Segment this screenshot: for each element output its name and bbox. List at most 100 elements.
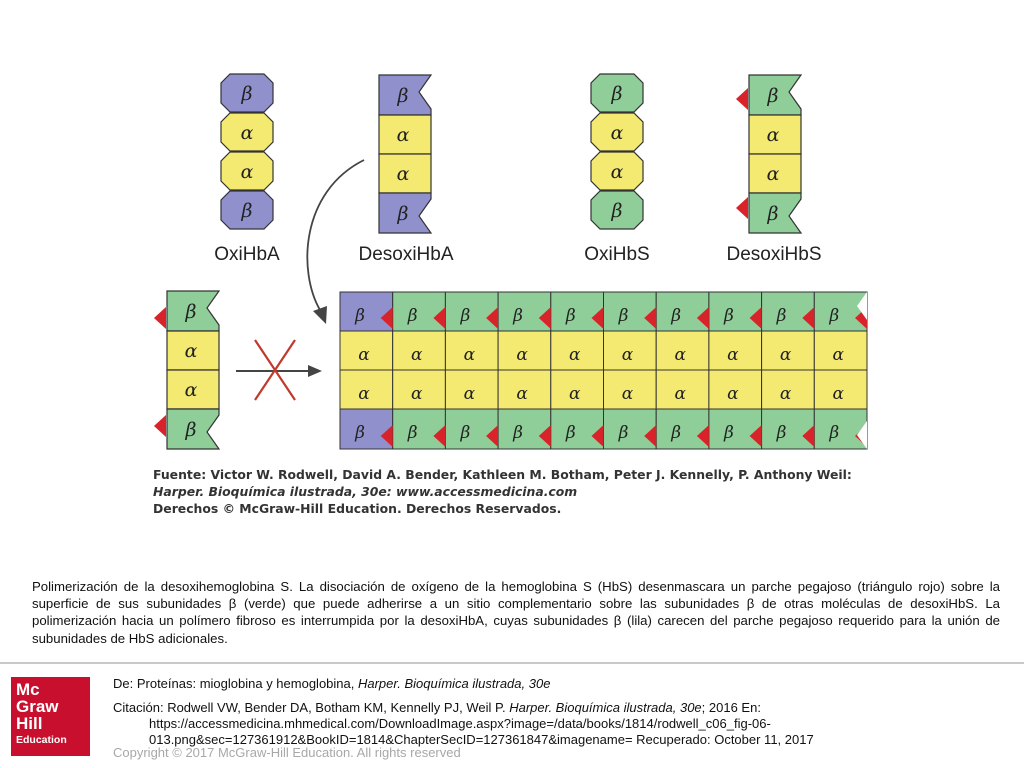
source-prefix: De: Proteínas: mioglobina y hemoglobina,	[113, 676, 358, 691]
citation-url-line-2[interactable]: 013.png&sec=127361912&BookID=1814&Chapte…	[149, 732, 814, 747]
polymer-alpha-1-label-9: α	[833, 345, 845, 365]
desoxihba-beta-bottom	[378, 192, 433, 234]
citation-prefix: Citación: Rodwell VW, Bender DA, Botham …	[113, 700, 510, 715]
footer-divider	[0, 662, 1024, 664]
oxihba-subunit-label-0: β	[241, 83, 253, 105]
polymer-beta-top-9	[813, 291, 868, 332]
lone-desoxihbs-alpha-1-label: α	[185, 340, 198, 362]
polymer-beta-bottom-8	[761, 408, 815, 450]
oxihbs-subunit-label-0: β	[611, 83, 623, 105]
polymer-alpha-2-9	[813, 369, 868, 410]
source-line-2: Harper. Bioquímica ilustrada, 30e: www.a…	[153, 484, 577, 499]
polymer-beta-top-6	[655, 291, 710, 332]
polymer-alpha-1-2	[444, 330, 499, 371]
label-desoxihba: DesoxiHbA	[358, 244, 453, 265]
polymer-alpha-2-8	[761, 369, 815, 410]
polymer-patch-top-4	[591, 307, 604, 329]
polymer-alpha-2-label-1: α	[411, 384, 423, 404]
polymer-alpha-1-7	[708, 330, 763, 371]
desoxihbs-beta-bottom	[748, 192, 803, 234]
desoxihba-alpha-2-label: α	[397, 163, 410, 185]
desoxihba-beta-top-label: β	[397, 85, 409, 107]
citation-suffix: ; 2016 En:	[701, 700, 761, 715]
desoxihbs-beta-top-label: β	[767, 85, 779, 107]
polymer-alpha-2-2	[444, 369, 499, 410]
polymer-beta-bottom-2	[444, 408, 499, 450]
oxihbs-subunit-0	[590, 73, 644, 113]
logo-line-4: Education	[16, 734, 67, 746]
polymer-alpha-1-label-4: α	[569, 345, 581, 365]
polymer-patch-bottom-6	[696, 425, 709, 447]
oxihba-subunit-1	[220, 112, 274, 152]
polymer-beta-bottom-3	[497, 408, 552, 450]
polymer-beta-bottom-label-6: β	[670, 423, 681, 443]
polymer-beta-bottom-label-9: β	[828, 423, 839, 443]
oxihba-subunit-label-2: α	[241, 161, 254, 183]
citation-url-line-1[interactable]: https://accessmedicina.mhmedical.com/Dow…	[149, 716, 771, 731]
logo-line-3: Hill	[16, 714, 43, 733]
lone-desoxihbs-patch-top	[154, 307, 166, 329]
source-line-3: Derechos © McGraw-Hill Education. Derech…	[153, 501, 561, 516]
polymer-patch-bottom-8	[802, 425, 815, 447]
polymer-patch-top-2	[486, 307, 499, 329]
oxihba-subunit-3	[220, 190, 274, 230]
oxihba-subunit-label-3: β	[241, 200, 253, 222]
polymer-patch-top-8	[802, 307, 815, 329]
oxihbs-subunit-label-2: α	[611, 161, 624, 183]
desoxihbs-alpha-2-label: α	[767, 163, 780, 185]
polymer-patch-bottom-5	[644, 425, 657, 447]
polymer-alpha-1-0	[339, 330, 394, 371]
polymer-alpha-1-label-1: α	[411, 345, 423, 365]
polymer-beta-bottom-label-7: β	[723, 423, 734, 443]
polymer-beta-bottom-6	[655, 408, 710, 450]
polymer-beta-top-1	[392, 291, 446, 332]
polymer-alpha-2-label-0: α	[358, 384, 370, 404]
polymer-patch-top-7	[749, 307, 762, 329]
polymer-alpha-2-label-5: α	[622, 384, 634, 404]
polymer-end-notch-top	[857, 292, 867, 320]
oxihbs-subunit-label-3: β	[611, 200, 623, 222]
polymer-patch-bottom-3	[538, 425, 551, 447]
polymer-beta-top-8	[761, 291, 815, 332]
blocked-arrow-head	[308, 365, 322, 377]
polymer-patch-bottom-7	[749, 425, 762, 447]
desoxihbs-patch-bottom	[736, 197, 748, 219]
polymer-alpha-2-7	[708, 369, 763, 410]
oxihba-subunit-label-1: α	[241, 122, 254, 144]
polymer-beta-bottom-1	[392, 408, 446, 450]
copyright-notice: Copyright © 2017 McGraw-Hill Education. …	[113, 745, 461, 760]
polymer-alpha-2-label-9: α	[833, 384, 845, 404]
polymer-beta-top-label-7: β	[723, 306, 734, 326]
polymer-alpha-2-4	[550, 369, 604, 410]
polymer-beta-bottom-9	[813, 408, 868, 450]
polymer-beta-top-label-4: β	[565, 306, 576, 326]
source-book: Harper. Bioquímica ilustrada, 30e	[357, 676, 551, 691]
polymer-patch-top-1	[433, 307, 446, 329]
curved-arrow-path	[306, 159, 365, 311]
source-line-1: Fuente: Victor W. Rodwell, David A. Bend…	[153, 467, 852, 482]
polymer-alpha-2-label-4: α	[569, 384, 581, 404]
mcgraw-hill-logo: Mc Graw Hill Education	[11, 677, 90, 756]
polymer-beta-top-label-0: β	[354, 306, 365, 326]
source-line: De: Proteínas: mioglobina y hemoglobina,…	[113, 676, 1013, 692]
polymer-patch-top-6	[696, 307, 709, 329]
polymer-alpha-2-label-7: α	[727, 384, 739, 404]
polymer-beta-bottom-7	[708, 408, 763, 450]
oxihba-subunit-2	[220, 151, 274, 191]
label-desoxihbs: DesoxiHbS	[726, 244, 821, 265]
desoxihbs-beta-bottom-label: β	[767, 203, 779, 225]
logo-line-2: Graw	[16, 697, 59, 716]
label-oxihba: OxiHbA	[214, 244, 280, 265]
desoxihba-alpha-1-label: α	[397, 124, 410, 146]
polymer-beta-bottom-label-3: β	[512, 423, 523, 443]
oxihbs-subunit-3	[590, 190, 644, 230]
lone-desoxihbs-alpha-2-label: α	[185, 379, 198, 401]
polymer-beta-bottom-5	[603, 408, 657, 450]
polymer-alpha-1-4	[550, 330, 604, 371]
citation: Citación: Rodwell VW, Bender DA, Botham …	[113, 700, 1013, 748]
desoxihbs-alpha-1-label: α	[767, 124, 780, 146]
polymer-beta-bottom-label-0: β	[354, 423, 365, 443]
polymer-beta-top-2	[444, 291, 499, 332]
polymer-alpha-1-label-7: α	[727, 345, 739, 365]
